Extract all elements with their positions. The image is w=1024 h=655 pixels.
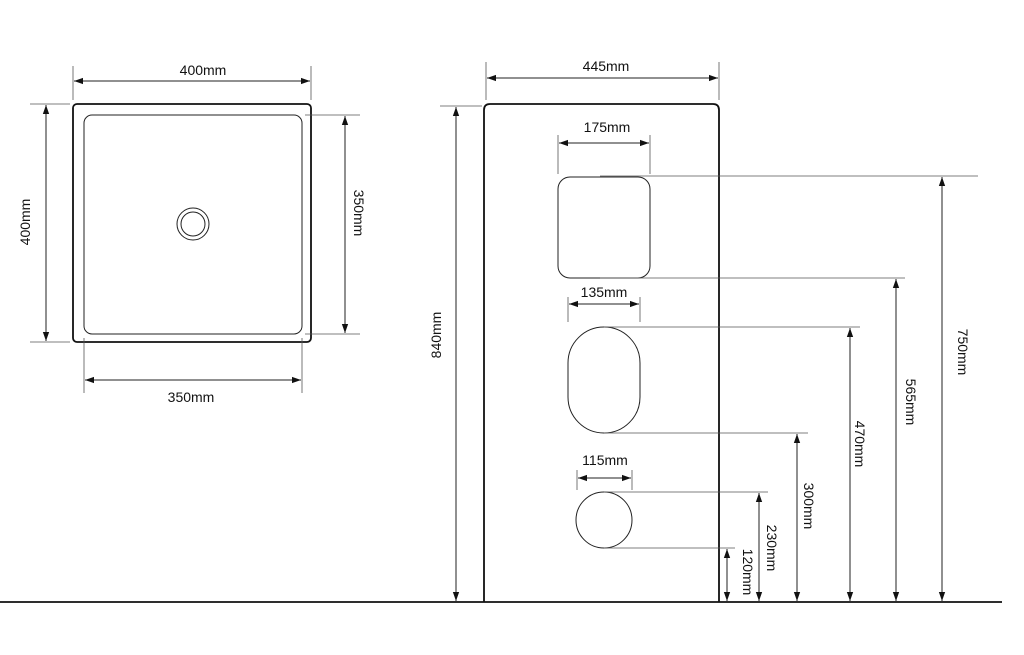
front-view-body [483, 103, 720, 602]
inner-depth-label: 350mm [351, 190, 367, 237]
drain-inner [180, 211, 206, 237]
opening-1-top-height-label: 750mm [955, 329, 971, 376]
opening-2-width-label: 135mm [581, 284, 628, 300]
body-height-label: 840mm [428, 312, 444, 359]
opening-1-bottom-height-label: 565mm [903, 379, 919, 426]
outer-width-label: 400mm [180, 62, 227, 78]
opening-2-bottom-height-label: 300mm [801, 483, 817, 530]
outer-depth-label: 400mm [17, 199, 33, 246]
opening-3-width-label: 115mm [582, 452, 628, 468]
inner-width-label: 350mm [168, 389, 215, 405]
opening-rounded-square [557, 176, 651, 279]
opening-circle [575, 491, 633, 549]
top-view-outer-rim [72, 103, 312, 343]
opening-2-top-height-label: 470mm [852, 421, 868, 468]
front-view: 445mm 840mm 175mm 750mm 565mm 135mm 470m… [428, 58, 978, 602]
top-view-inner-basin [83, 114, 303, 335]
opening-3-bottom-height-label: 120mm [740, 549, 756, 596]
drain-outer [176, 207, 210, 241]
top-view: 400mm 400mm 350mm 350mm [17, 62, 367, 405]
opening-1-width-label: 175mm [584, 119, 631, 135]
opening-oval [567, 326, 641, 434]
opening-3-top-height-label: 230mm [764, 525, 780, 572]
body-width-label: 445mm [583, 58, 630, 74]
